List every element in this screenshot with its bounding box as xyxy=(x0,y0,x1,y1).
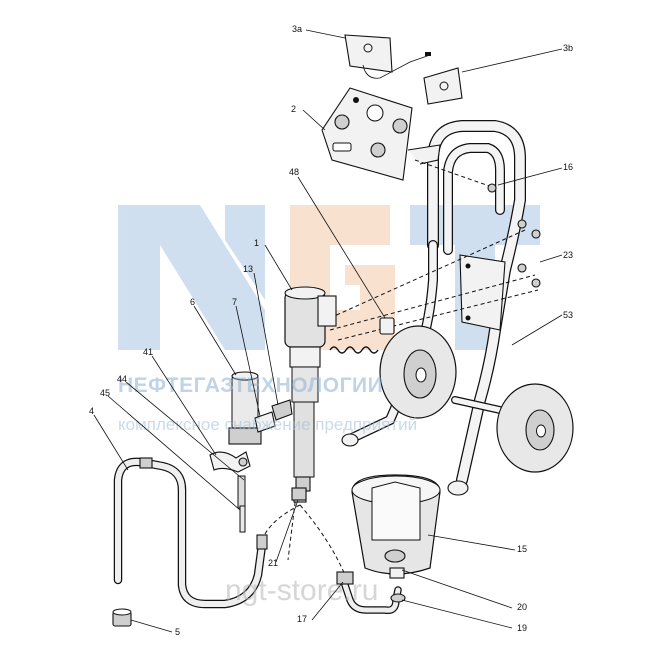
nut-21 xyxy=(291,487,307,501)
washer-19 xyxy=(390,593,406,603)
callout-labels: 3a 3b 2 16 48 1 23 13 6 7 53 41 44 45 4 … xyxy=(89,24,573,637)
callout-2: 2 xyxy=(291,104,296,114)
control-cover-3a xyxy=(344,34,431,79)
callout-7: 7 xyxy=(232,297,237,307)
callout-44: 44 xyxy=(117,374,127,384)
control-panel-2 xyxy=(321,87,441,181)
fitting-7 xyxy=(254,411,276,433)
fitting-20 xyxy=(389,567,405,579)
callout-21: 21 xyxy=(268,558,278,568)
callout-19: 19 xyxy=(517,623,527,633)
callout-45: 45 xyxy=(100,388,110,398)
watermark-tagline: комплексное снабжение предприятий xyxy=(118,415,417,434)
callout-15: 15 xyxy=(517,544,527,554)
watermark-site: ngt-store.ru xyxy=(225,574,378,607)
callout-13: 13 xyxy=(243,264,253,274)
assembly-lines xyxy=(261,159,539,576)
suction-tube-17 xyxy=(336,571,402,615)
swivel-41 xyxy=(209,451,251,473)
hose-4 xyxy=(113,457,268,609)
front-wheel xyxy=(496,383,574,473)
watermark-company: НЕФТЕГАЗТЕХНОЛОГИИ xyxy=(118,374,383,397)
callout-16: 16 xyxy=(563,162,573,172)
tip-44-45 xyxy=(237,475,246,533)
leader-lines xyxy=(93,29,563,633)
hopper-15 xyxy=(351,474,441,575)
callout-5: 5 xyxy=(175,627,180,637)
callout-23: 23 xyxy=(563,250,573,260)
bolts-23 xyxy=(487,183,541,288)
control-cover-3b xyxy=(423,67,463,105)
rear-wheel xyxy=(379,325,457,419)
callout-48: 48 xyxy=(289,167,299,177)
callout-1: 1 xyxy=(254,238,259,248)
callout-4: 4 xyxy=(89,406,94,416)
fitting-13 xyxy=(271,399,293,421)
callout-3a: 3a xyxy=(292,24,302,34)
callout-6: 6 xyxy=(190,297,195,307)
fitting-5 xyxy=(112,608,132,627)
callout-17: 17 xyxy=(297,614,307,624)
callout-53: 53 xyxy=(563,310,573,320)
filter-6 xyxy=(228,371,262,445)
callout-3b: 3b xyxy=(563,43,573,53)
callout-41: 41 xyxy=(143,347,153,357)
callout-20: 20 xyxy=(517,602,527,612)
